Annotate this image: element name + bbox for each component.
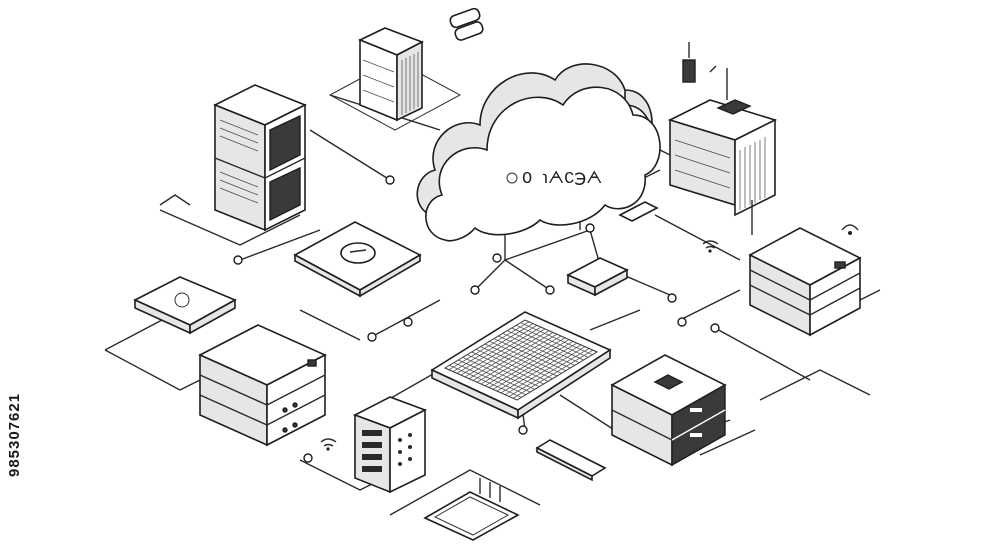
storage-stack-icon	[750, 228, 860, 335]
server-block-icon	[200, 325, 325, 445]
key-icon	[449, 7, 484, 41]
signal-icon	[842, 225, 858, 235]
server-tower-small-icon	[355, 397, 425, 492]
server-dark-icon	[612, 355, 725, 465]
server-tower-icon	[215, 85, 305, 230]
wifi-icon	[321, 439, 336, 451]
chip-board-icon	[432, 312, 610, 418]
battery-icon	[683, 42, 716, 82]
server-rack-icon	[330, 28, 460, 130]
server-rack-right-icon	[670, 68, 775, 235]
cloud-label: O ℩ᗅC℈ᗅ	[522, 170, 602, 189]
storage-plate-icon	[135, 277, 235, 333]
drive-card-icon	[537, 440, 605, 480]
router-icon	[295, 222, 420, 296]
